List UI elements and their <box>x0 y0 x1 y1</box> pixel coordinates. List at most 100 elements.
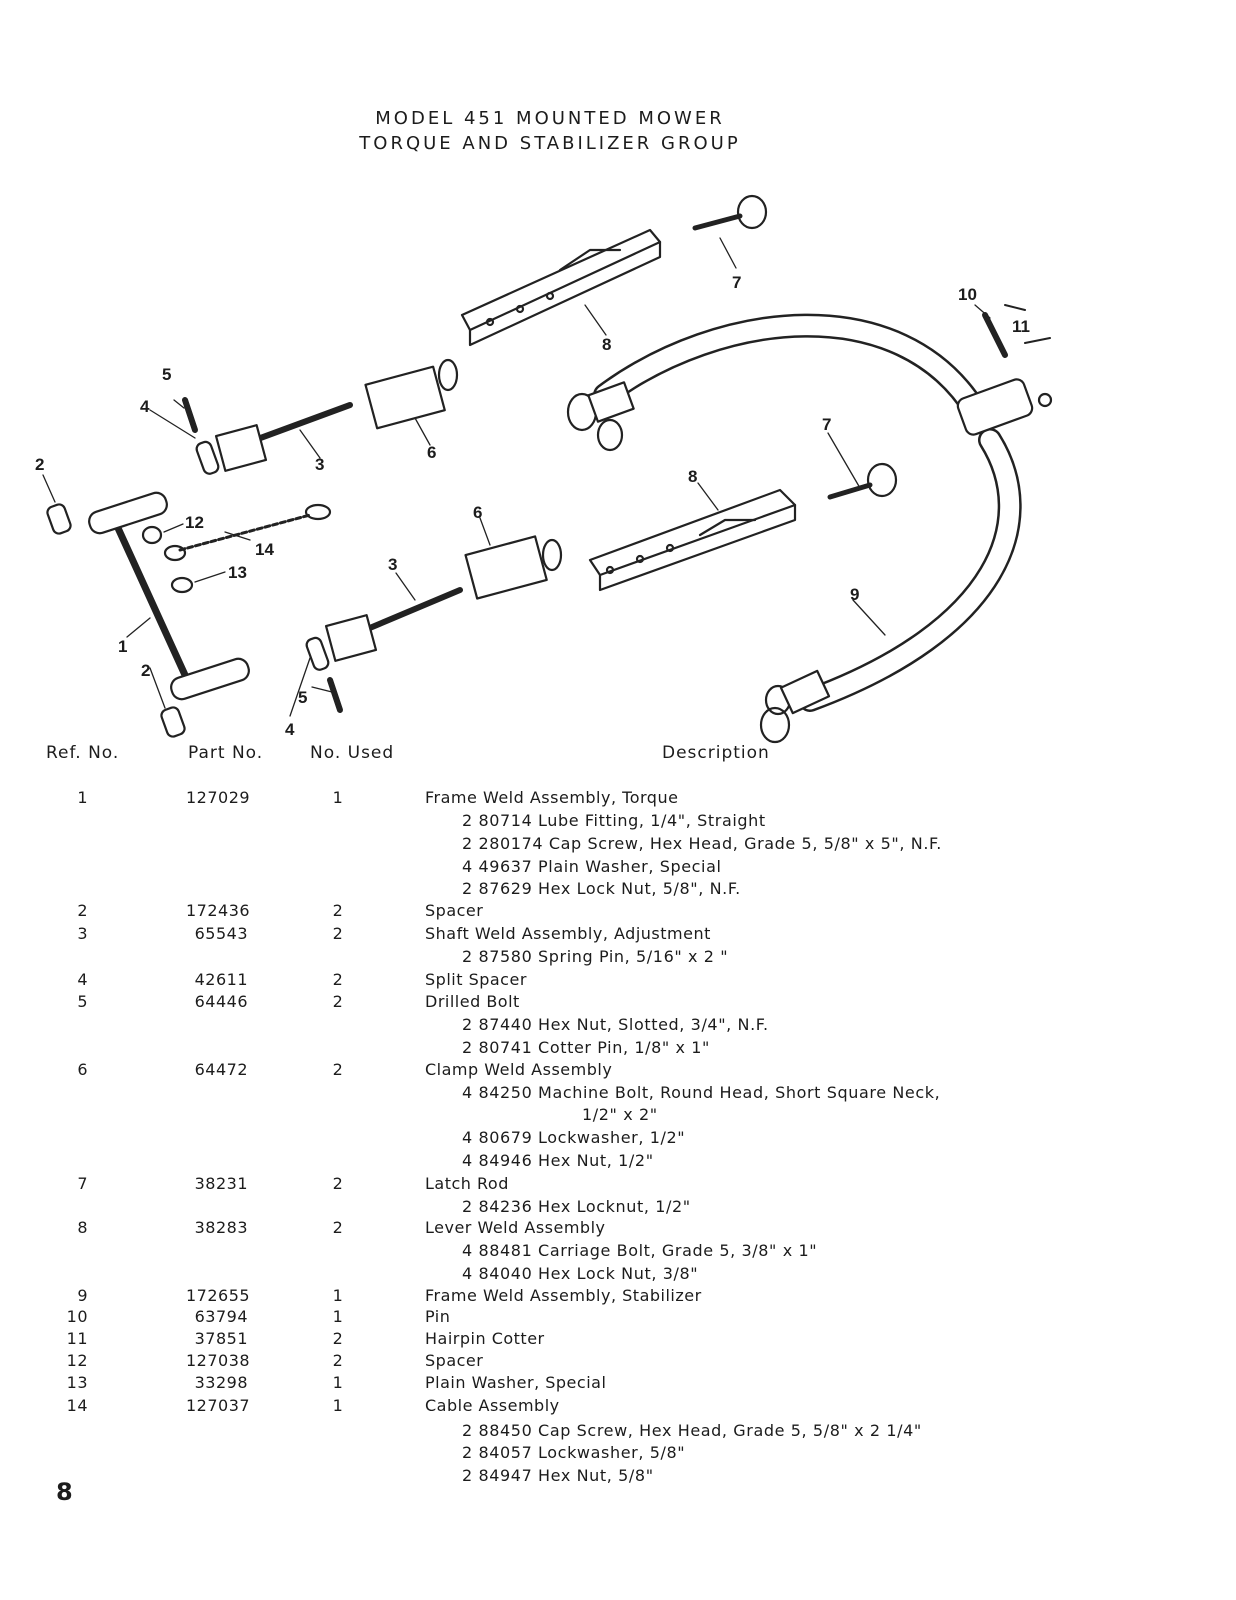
quantity-used: 2 <box>332 924 344 943</box>
quantity-used: 1 <box>332 1307 344 1326</box>
hardware-item: 2 280174 Cap Screw, Hex Head, Grade 5, 5… <box>462 834 942 853</box>
part-description: Drilled Bolt <box>425 992 520 1011</box>
torque-frame-part <box>88 491 250 701</box>
callout-8: 8 <box>602 335 611 354</box>
hardware-item: 4 84250 Machine Bolt, Round Head, Short … <box>462 1083 941 1102</box>
part-description: Frame Weld Assembly, Torque <box>425 788 679 807</box>
hardware-item: 2 84236 Hex Locknut, 1/2" <box>462 1197 691 1216</box>
quantity-used: 2 <box>332 1060 344 1079</box>
callout-5: 5 <box>162 365 171 384</box>
callout-8b: 8 <box>688 467 697 486</box>
callout-4b: 4 <box>285 720 295 739</box>
hardware-item: 2 84057 Lockwasher, 5/8" <box>462 1443 686 1462</box>
callout-1: 1 <box>118 637 127 656</box>
ref-number: 1 <box>77 788 88 807</box>
hardware-item-continued: 1/2" x 2" <box>582 1105 658 1124</box>
quantity-used: 2 <box>332 992 344 1011</box>
part-description: Hairpin Cotter <box>425 1329 545 1348</box>
header-no-used: No. Used <box>310 743 395 763</box>
ref-number: 14 <box>66 1396 88 1415</box>
ref-number: 11 <box>66 1329 88 1348</box>
drilled-bolt-part-5-upper <box>182 397 198 433</box>
quantity-used: 2 <box>332 1218 344 1237</box>
header-part-no: Part No. <box>188 743 264 763</box>
hardware-item: 2 88450 Cap Screw, Hex Head, Grade 5, 5/… <box>462 1421 922 1440</box>
page-number: 8 <box>56 1478 73 1506</box>
lever-weld-part-upper <box>460 228 662 347</box>
part-description: Clamp Weld Assembly <box>425 1060 613 1079</box>
quantity-used: 2 <box>332 1174 344 1193</box>
quantity-used: 1 <box>332 788 344 807</box>
hardware-item: 4 84040 Hex Lock Nut, 3/8" <box>462 1264 699 1283</box>
latch-rod-part-lower <box>827 462 898 500</box>
callout-2b: 2 <box>141 661 150 680</box>
pin-part-10 <box>982 312 1008 358</box>
hardware-item: 2 87580 Spring Pin, 5/16" x 2 " <box>462 947 729 966</box>
part-number: 172655 <box>186 1286 251 1305</box>
callout-12: 12 <box>185 513 204 532</box>
part-number: 42611 <box>194 970 248 989</box>
callout-7: 7 <box>732 273 741 292</box>
exploded-parts-diagram: 7 8 10 11 5 4 3 6 2 7 8 12 14 6 3 13 9 1… <box>35 194 1053 744</box>
callout-4: 4 <box>140 397 150 416</box>
shaft-weld-part-lower <box>324 587 463 662</box>
callout-13: 13 <box>228 563 247 582</box>
part-description: Shaft Weld Assembly, Adjustment <box>425 924 711 943</box>
part-number: 38283 <box>194 1218 248 1237</box>
part-description: Latch Rod <box>425 1174 509 1193</box>
callout-6b: 6 <box>473 503 482 522</box>
header-ref-no: Ref. No. <box>46 743 120 763</box>
callout-14: 14 <box>255 540 274 559</box>
latch-rod-part-upper <box>692 194 768 231</box>
part-number: 127038 <box>186 1351 251 1370</box>
spacer-part-2-lower <box>160 706 186 738</box>
part-number: 37851 <box>194 1329 248 1348</box>
plain-washer-part-13 <box>170 576 194 594</box>
header-description: Description <box>662 743 770 763</box>
split-spacer-part-4-upper <box>195 440 220 475</box>
hardware-item: 2 80741 Cotter Pin, 1/8" x 1" <box>462 1038 711 1057</box>
stabilizer-frame-part <box>566 313 1053 744</box>
callout-9: 9 <box>850 585 859 604</box>
spacer-part-12 <box>141 525 163 545</box>
quantity-used: 1 <box>332 1396 344 1415</box>
part-description: Split Spacer <box>425 970 527 989</box>
drilled-bolt-part-5-lower <box>327 677 343 713</box>
hardware-item: 4 84946 Hex Nut, 1/2" <box>462 1151 654 1170</box>
callout-5b: 5 <box>298 688 307 707</box>
quantity-used: 2 <box>332 901 344 920</box>
ref-number: 9 <box>77 1286 88 1305</box>
ref-number: 3 <box>77 924 88 943</box>
hardware-item: 4 88481 Carriage Bolt, Grade 5, 3/8" x 1… <box>462 1241 818 1260</box>
lever-weld-part-lower <box>588 488 797 592</box>
quantity-used: 2 <box>332 1329 344 1348</box>
hardware-item: 2 87440 Hex Nut, Slotted, 3/4", N.F. <box>462 1015 769 1034</box>
callout-3: 3 <box>315 455 324 474</box>
shaft-weld-part-upper <box>214 402 353 472</box>
part-number: 63794 <box>194 1307 248 1326</box>
hardware-item: 2 80714 Lube Fitting, 1/4", Straight <box>462 811 766 830</box>
part-number: 127037 <box>186 1396 251 1415</box>
ref-number: 6 <box>77 1060 88 1079</box>
part-description: Spacer <box>425 1351 484 1370</box>
part-description: Frame Weld Assembly, Stabilizer <box>425 1286 702 1305</box>
hardware-item: 2 84947 Hex Nut, 5/8" <box>462 1466 654 1485</box>
quantity-used: 1 <box>332 1373 344 1392</box>
ref-number: 2 <box>77 901 88 920</box>
ref-number: 10 <box>66 1307 88 1326</box>
quantity-used: 2 <box>332 970 344 989</box>
page-title: MODEL 451 MOUNTED MOWER <box>375 108 725 129</box>
ref-number: 5 <box>77 992 88 1011</box>
hairpin-cotter-part-11 <box>1004 304 1051 344</box>
part-number: 65543 <box>194 924 248 943</box>
quantity-used: 2 <box>332 1351 344 1370</box>
part-number: 172436 <box>186 901 251 920</box>
part-number: 33298 <box>194 1373 248 1392</box>
part-number: 127029 <box>186 788 251 807</box>
hardware-item: 2 87629 Hex Lock Nut, 5/8", N.F. <box>462 879 741 898</box>
callout-11: 11 <box>1012 317 1030 336</box>
quantity-used: 1 <box>332 1286 344 1305</box>
cable-assembly-part-14 <box>178 513 312 552</box>
part-number: 38231 <box>194 1174 248 1193</box>
clamp-weld-part-upper <box>364 358 459 430</box>
